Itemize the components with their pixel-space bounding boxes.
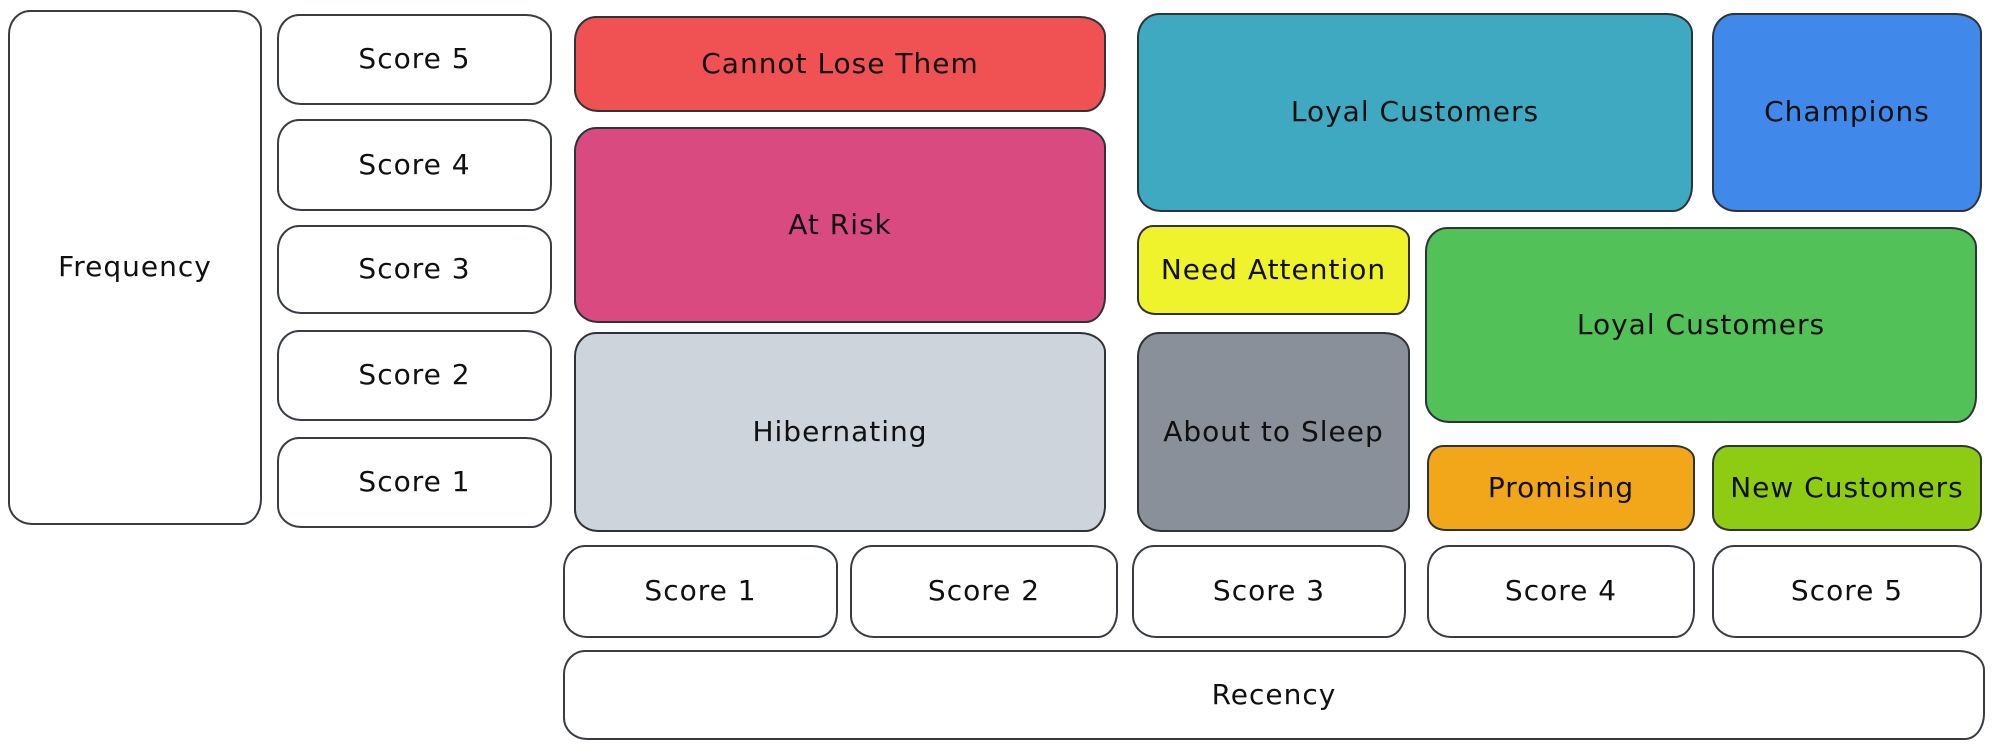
frequency-axis-label-box: Frequency [8, 10, 262, 525]
segment-promising-label: Promising [1487, 470, 1635, 504]
segment-hibernating-label: Hibernating [752, 414, 928, 448]
recency-score-4-box: Score 4 [1427, 545, 1695, 638]
segment-at-risk: At Risk [574, 127, 1106, 323]
recency-score-5-box: Score 5 [1712, 545, 1982, 638]
segment-promising: Promising [1427, 445, 1695, 531]
recency-score-2-label: Score 2 [927, 574, 1041, 608]
segment-at-risk-label: At Risk [788, 207, 892, 241]
frequency-score-3-box: Score 3 [277, 225, 552, 314]
segment-champions: Champions [1712, 13, 1982, 212]
frequency-score-2-label: Score 2 [358, 358, 471, 392]
segment-about-to-sleep-label: About to Sleep [1163, 414, 1384, 448]
frequency-score-4-label: Score 4 [358, 147, 471, 181]
frequency-score-5-label: Score 5 [358, 42, 471, 76]
segment-loyal-customers-top: Loyal Customers [1137, 13, 1693, 212]
segment-loyal-customers-right-label: Loyal Customers [1576, 307, 1826, 341]
recency-score-1-box: Score 1 [563, 545, 838, 638]
recency-score-4-label: Score 4 [1504, 574, 1618, 608]
segment-loyal-customers-right: Loyal Customers [1425, 227, 1977, 423]
recency-score-2-box: Score 2 [850, 545, 1118, 638]
segment-champions-label: Champions [1764, 95, 1930, 129]
frequency-score-1-box: Score 1 [277, 437, 552, 528]
frequency-score-5-box: Score 5 [277, 14, 552, 105]
recency-score-3-label: Score 3 [1212, 574, 1326, 608]
recency-axis-label: Recency [1211, 677, 1337, 711]
recency-score-3-box: Score 3 [1132, 545, 1406, 638]
frequency-score-4-box: Score 4 [277, 119, 552, 211]
segment-new-customers-label: New Customers [1730, 470, 1964, 504]
recency-score-1-label: Score 1 [644, 574, 757, 608]
segment-new-customers: New Customers [1712, 445, 1982, 531]
segment-hibernating: Hibernating [574, 332, 1106, 532]
segment-cannot-lose-them: Cannot Lose Them [574, 16, 1106, 112]
frequency-score-1-label: Score 1 [358, 465, 471, 499]
segment-need-attention-label: Need Attention [1160, 252, 1387, 286]
segment-loyal-customers-top-label: Loyal Customers [1290, 95, 1540, 129]
frequency-score-3-label: Score 3 [358, 252, 471, 286]
segment-need-attention: Need Attention [1137, 225, 1410, 315]
recency-axis-label-box: Recency [563, 650, 1985, 740]
recency-score-5-label: Score 5 [1790, 574, 1904, 608]
segment-about-to-sleep: About to Sleep [1137, 332, 1410, 532]
frequency-score-2-box: Score 2 [277, 330, 552, 421]
segment-cannot-lose-them-label: Cannot Lose Them [701, 46, 979, 80]
frequency-axis-label: Frequency [58, 250, 212, 284]
